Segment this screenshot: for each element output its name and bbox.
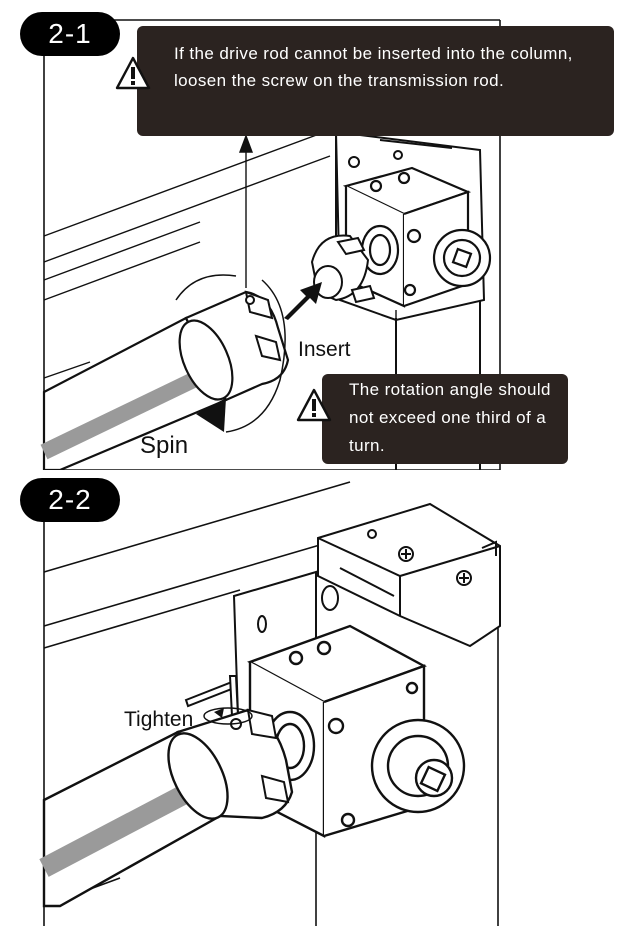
coupling	[310, 234, 376, 304]
warning-triangle-icon	[115, 56, 151, 90]
insert-label: Insert	[298, 338, 351, 361]
step-badge-2-1: 2-1	[20, 12, 120, 56]
rotation-arrow-icon	[203, 707, 253, 725]
insert-arrow-icon	[284, 282, 322, 320]
step-2-1-panel: 2-1 If the drive rod cannot be inserted …	[20, 12, 614, 470]
drive-rod	[40, 290, 290, 470]
tighten-label: Tighten	[124, 708, 194, 731]
rotation-arrow-icon	[175, 274, 286, 433]
rail-lines	[43, 129, 331, 397]
leader-lines	[238, 134, 397, 374]
drive-rod	[39, 708, 294, 908]
step-badge-2-2: 2-2	[20, 478, 120, 522]
rotation-note-text: The rotation angle should not exceed one…	[349, 380, 551, 455]
step-2-2-illustration	[39, 481, 501, 926]
rotation-note-callout: The rotation angle should not exceed one…	[296, 374, 568, 464]
step-2-2-panel: 2-2 Tighten	[0, 476, 636, 926]
warning-callout: If the drive rod cannot be inserted into…	[115, 26, 614, 136]
upper-bracket	[317, 502, 501, 648]
spin-label: Spin	[140, 432, 189, 459]
warning-text: If the drive rod cannot be inserted into…	[174, 44, 573, 90]
warning-triangle-icon	[296, 388, 332, 422]
gear-box	[247, 624, 466, 838]
allen-key	[184, 675, 240, 717]
step-2-1-illustration	[40, 19, 501, 470]
